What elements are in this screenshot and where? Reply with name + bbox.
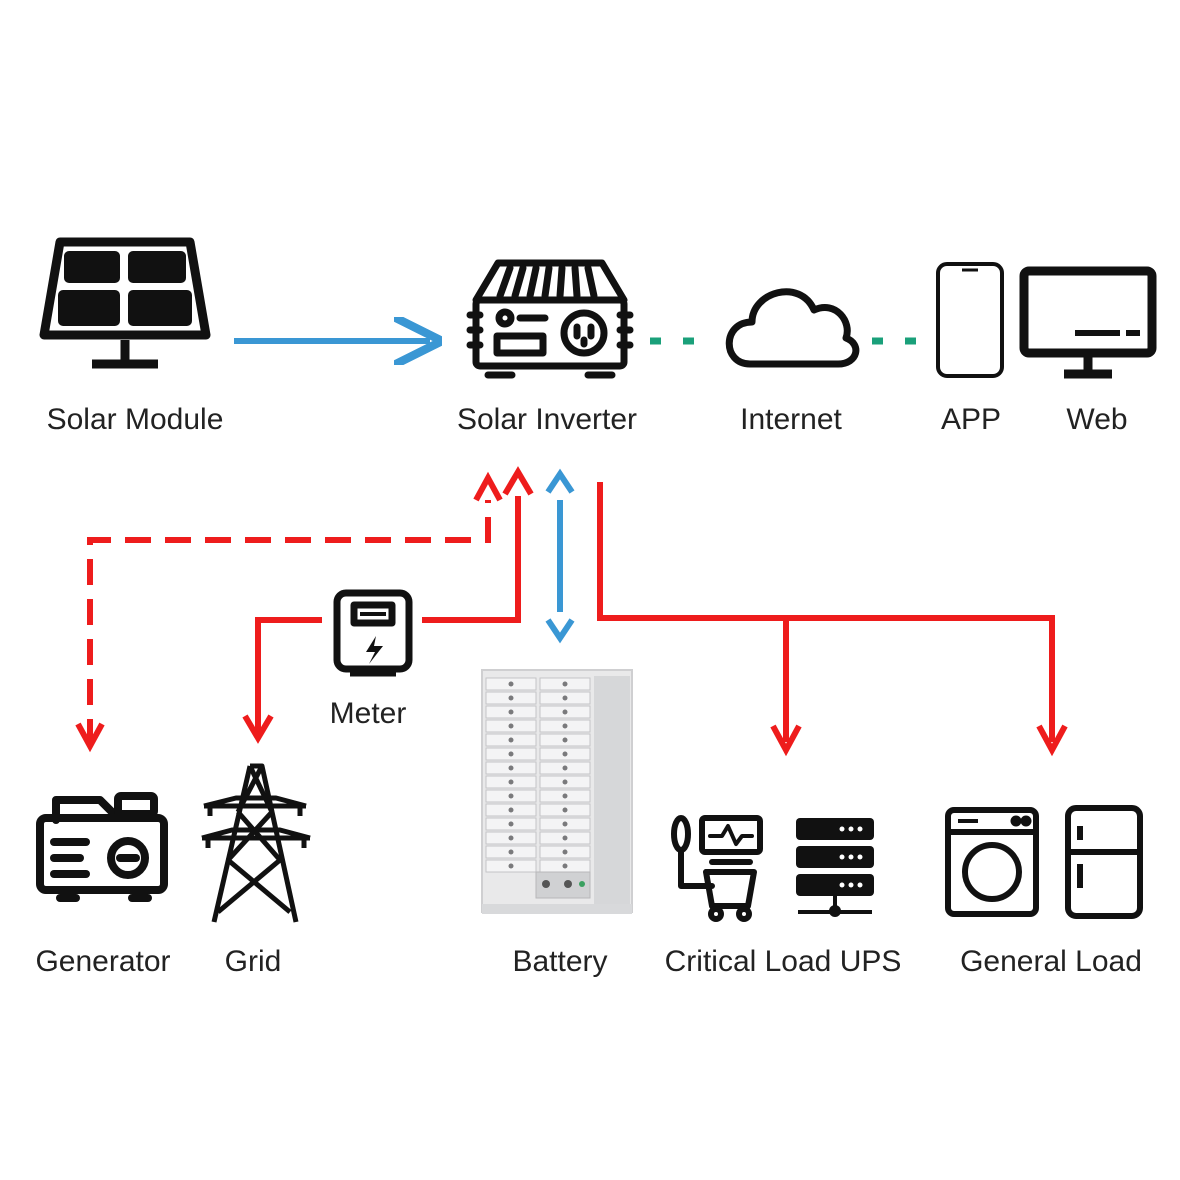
label-internet: Internet: [740, 403, 842, 436]
battery-module-indicator: [508, 723, 514, 729]
battery-module-indicator: [562, 849, 568, 855]
inverter-icon: [466, 259, 634, 379]
battery-module-indicator: [562, 765, 568, 771]
fridge-icon: [1065, 805, 1143, 919]
battery-module-indicator: [562, 737, 568, 743]
battery-module-indicator: [562, 835, 568, 841]
battery-module-indicator: [508, 793, 514, 799]
battery-module-indicator: [508, 709, 514, 715]
battery-module-indicator: [562, 695, 568, 701]
battery-module-indicator: [508, 765, 514, 771]
battery-module-indicator: [508, 849, 514, 855]
battery-module-indicator: [562, 723, 568, 729]
label-solar-module: Solar Module: [46, 403, 224, 436]
label-general-load: General Load: [960, 945, 1142, 978]
phone-icon: [936, 262, 1004, 378]
battery-module-indicator: [508, 751, 514, 757]
battery-module-indicator: [562, 681, 568, 687]
battery-module-indicator: [508, 821, 514, 827]
server-icon: [796, 818, 874, 917]
label-web: Web: [1066, 403, 1128, 436]
label-battery: Battery: [512, 945, 608, 978]
battery-module-indicator: [508, 695, 514, 701]
cloud-icon: [725, 288, 860, 368]
battery-bidirectional-arrow: [545, 468, 575, 644]
battery-module-indicator: [562, 793, 568, 799]
battery-module-indicator: [508, 835, 514, 841]
battery-module-indicator: [562, 807, 568, 813]
battery-module-indicator: [508, 737, 514, 743]
battery-module-indicator: [562, 709, 568, 715]
label-grid: Grid: [224, 945, 282, 978]
ups-cart-icon: [671, 815, 763, 922]
label-solar-inverter: Solar Inverter: [456, 403, 638, 436]
battery-module-indicator: [508, 681, 514, 687]
battery-module-indicator: [508, 807, 514, 813]
battery-module-indicator: [508, 779, 514, 785]
battery-module-indicator: [562, 863, 568, 869]
load-distribution-line: [597, 482, 1068, 757]
label-app: APP: [940, 403, 1002, 436]
battery-module-indicator: [508, 863, 514, 869]
meter-icon: [333, 589, 413, 677]
generator-icon: [36, 792, 168, 902]
monitor-icon: [1019, 266, 1157, 379]
battery-module-indicator: [562, 821, 568, 827]
label-meter: Meter: [329, 697, 407, 730]
pylon-icon: [201, 763, 311, 923]
solar-panel-icon: [39, 237, 211, 369]
label-generator: Generator: [35, 945, 171, 978]
battery-module-indicator: [562, 751, 568, 757]
grid-meter-line: [242, 466, 534, 744]
label-critical-load-ups: Critical Load UPS: [664, 945, 902, 978]
battery-module-indicator: [562, 779, 568, 785]
washer-icon: [945, 807, 1039, 917]
battery-rack-icon: [481, 669, 633, 914]
generator-dashed-line: [75, 471, 503, 753]
